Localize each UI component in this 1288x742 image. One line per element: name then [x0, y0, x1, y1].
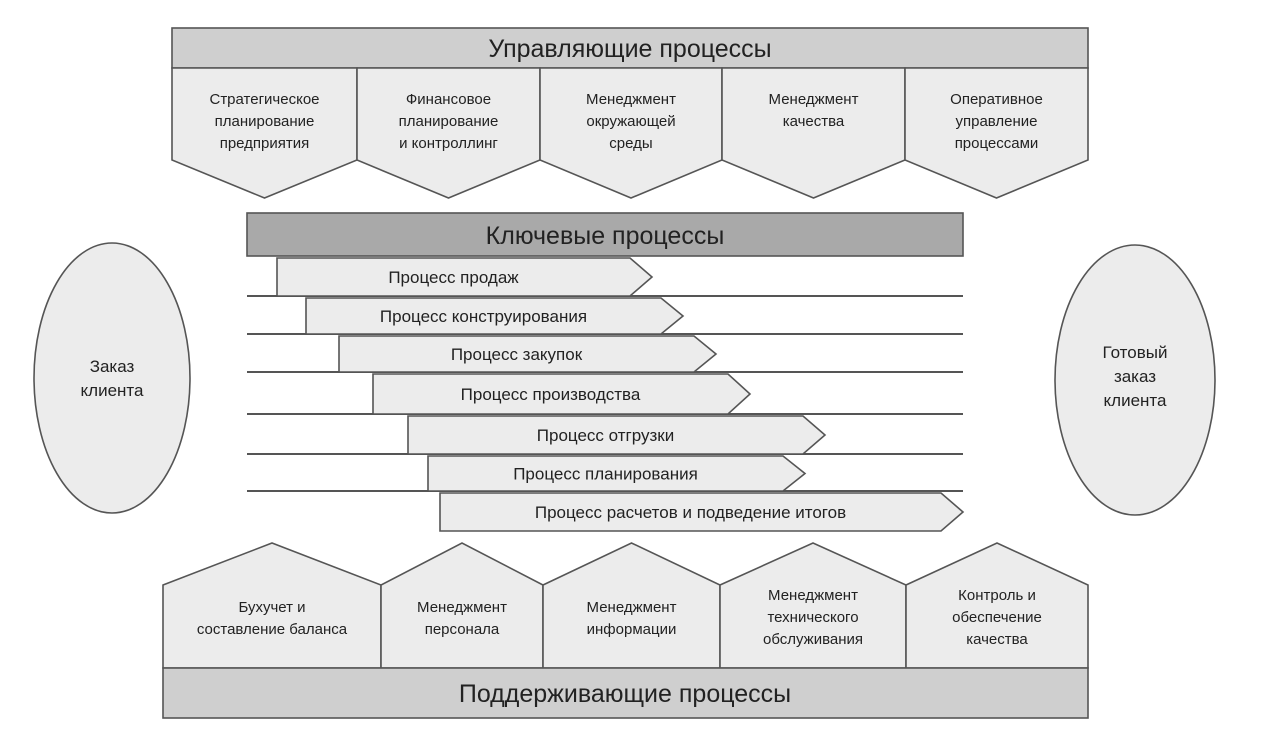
key-process-label: Процесс закупок	[451, 345, 583, 364]
support-processes: Бухучет и составление баланса Менеджмент пе…	[162, 542, 1089, 719]
management-item-line: качества	[783, 113, 845, 130]
support-item-line: Менеджмент	[768, 587, 858, 604]
oval-line: Заказ	[90, 357, 135, 376]
key-process-label: Процесс планирования	[513, 465, 698, 484]
key-process-label: Процесс конструирования	[380, 307, 587, 326]
support-item-line: Менеджмент	[417, 599, 507, 616]
key-process-label: Процесс продаж	[388, 268, 519, 287]
key-processes: Ключевые процессы Процесс продажПроцесс …	[246, 212, 965, 532]
oval-line: клиента	[1104, 391, 1167, 410]
key-process-arrow: Процесс расчетов и подведение итогов	[439, 492, 965, 532]
house-shape	[719, 542, 907, 669]
support-item-line: персонала	[425, 621, 500, 638]
pentagon-shape	[904, 67, 1089, 199]
management-item-line: окружающей	[586, 113, 675, 130]
pentagon-shape	[356, 67, 541, 199]
support-item: Менеджмент персонала	[380, 542, 544, 669]
support-item-line: составление баланса	[197, 621, 348, 638]
support-footer-bar	[162, 667, 1089, 719]
arrow-shape	[305, 297, 685, 335]
management-item: Оперативное управление процессами	[904, 67, 1089, 199]
oval-line: клиента	[81, 381, 144, 400]
management-item-line: Менеджмент	[586, 91, 676, 108]
management-item-line: Менеджмент	[769, 91, 859, 108]
key-process-arrow: Процесс отгрузки	[407, 415, 827, 455]
management-item-line: процессами	[955, 135, 1039, 152]
support-item-line: Бухучет и	[238, 599, 305, 616]
management-item-line: планирование	[215, 113, 315, 130]
arrow-shape	[439, 492, 965, 532]
management-item: Финансовое планирование и контроллинг	[356, 67, 541, 199]
pentagon-shape	[539, 67, 723, 199]
support-item-line: обеспечение	[952, 609, 1042, 626]
support-item-line: технического	[767, 609, 858, 626]
support-item-line: обслуживания	[763, 631, 863, 648]
key-process-label: Процесс отгрузки	[537, 426, 674, 445]
management-item-line: Финансовое	[406, 91, 491, 108]
key-process-arrow: Процесс планирования	[427, 455, 807, 492]
management-item: Менеджмент окружающей среды	[539, 67, 723, 199]
management-item-line: предприятия	[220, 135, 310, 152]
customer-order-oval: Заказ клиента	[33, 242, 191, 514]
management-title: Управляющие процессы	[488, 35, 771, 63]
support-title: Поддерживающие процессы	[459, 680, 791, 708]
arrow-shape	[407, 415, 827, 455]
support-item: Бухучет и составление баланса	[162, 542, 382, 669]
support-item-line: Менеджмент	[587, 599, 677, 616]
support-item-line: информации	[587, 621, 677, 638]
management-item-line: и контроллинг	[399, 135, 498, 152]
management-item-line: планирование	[399, 113, 499, 130]
pentagon-shape	[171, 67, 358, 199]
support-item: Менеджмент технического обслуживания	[719, 542, 907, 669]
management-item-line: среды	[609, 135, 652, 152]
key-process-label: Процесс производства	[461, 385, 641, 404]
arrow-shape	[338, 335, 718, 373]
arrow-shape	[276, 257, 654, 297]
management-item: Стратегическое планирование предприятия	[171, 67, 358, 199]
key-process-arrow: Процесс продаж	[276, 257, 654, 297]
oval-line: Готовый	[1103, 343, 1168, 362]
pentagon-shape	[721, 67, 906, 199]
key-process-arrow: Процесс закупок	[338, 335, 718, 373]
arrow-shape	[427, 455, 807, 492]
management-processes: Управляющие процессы Стратегическое плани…	[171, 27, 1089, 199]
oval-line: заказ	[1114, 367, 1156, 386]
support-item: Менеджмент информации	[542, 542, 721, 669]
management-item-line: Оперативное	[950, 91, 1043, 108]
management-item-line: управление	[955, 113, 1037, 130]
key-process-arrow: Процесс конструирования	[305, 297, 685, 335]
key-process-arrow: Процесс производства	[372, 373, 752, 415]
house-shape	[905, 542, 1089, 669]
arrow-shape	[372, 373, 752, 415]
key-header-bar	[246, 212, 964, 257]
management-item-line: Стратегическое	[209, 91, 319, 108]
finished-order-oval: Готовый заказ клиента	[1054, 244, 1216, 516]
support-item-line: качества	[966, 631, 1028, 648]
management-item: Менеджмент качества	[721, 67, 906, 199]
support-item: Контроль и обеспечение качества	[905, 542, 1089, 669]
management-header-bar	[171, 27, 1089, 69]
key-title: Ключевые процессы	[486, 222, 725, 250]
support-item-line: Контроль и	[958, 587, 1036, 604]
key-process-label: Процесс расчетов и подведение итогов	[535, 503, 846, 522]
